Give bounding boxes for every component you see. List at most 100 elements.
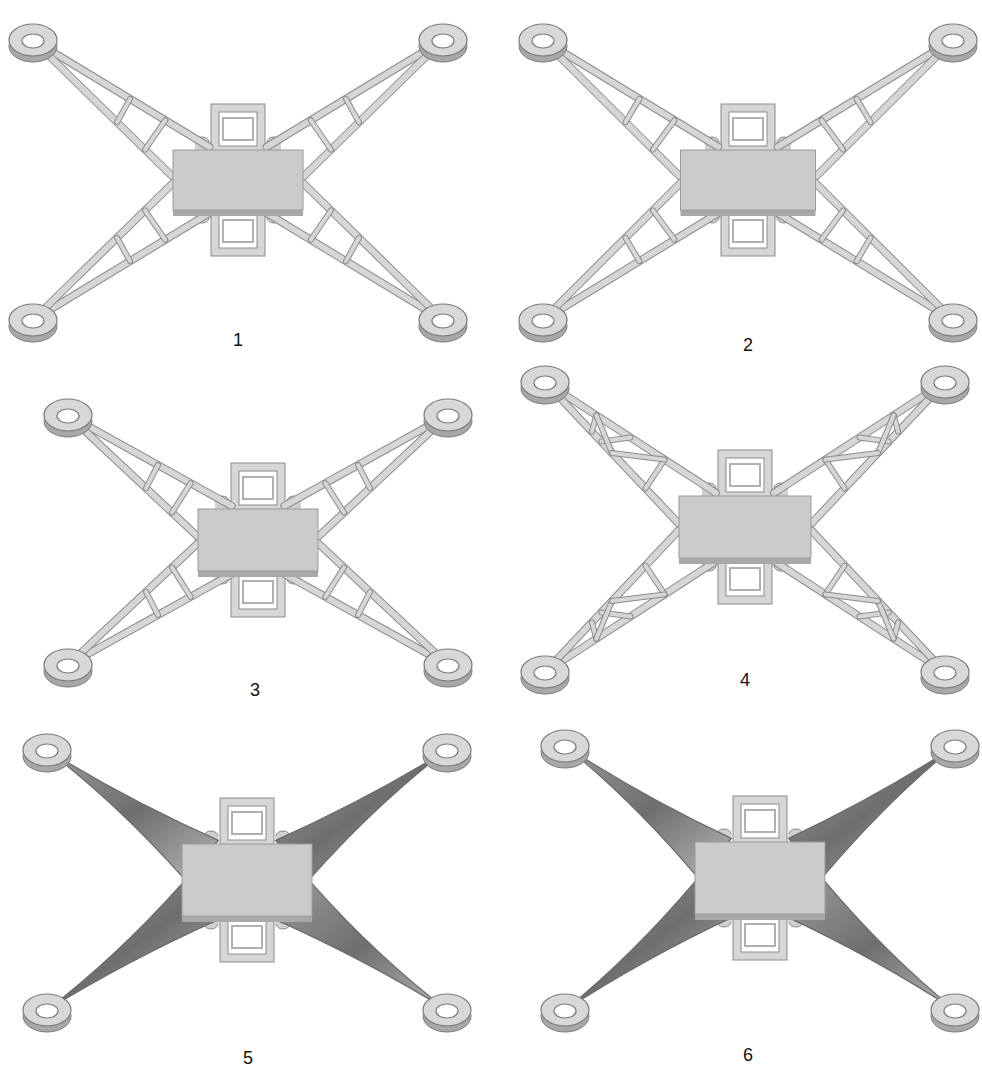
strut	[68, 415, 198, 537]
motor-hole	[437, 659, 459, 673]
motor-mount	[44, 399, 92, 431]
strut-edge	[612, 594, 665, 601]
strut-edge	[811, 530, 945, 672]
motor-mount	[921, 366, 969, 398]
bracket-inner	[733, 118, 763, 140]
strut-edge	[358, 592, 370, 615]
strut	[825, 460, 844, 489]
drone-frame	[44, 399, 472, 687]
figure-number: 6	[743, 1045, 753, 1066]
strut	[612, 594, 665, 601]
bracket-inner	[243, 581, 273, 603]
battery-bracket-edge	[737, 800, 783, 842]
strut	[146, 592, 158, 615]
strut-edge	[878, 415, 894, 453]
strut	[816, 40, 954, 177]
motor-mount	[519, 304, 567, 336]
bracket-inner	[745, 924, 775, 946]
motor-hole	[436, 744, 458, 758]
strut	[545, 382, 679, 524]
strut	[33, 183, 173, 320]
motor-hole	[944, 1004, 966, 1018]
strut-edge	[653, 210, 674, 239]
center-plate	[695, 842, 825, 914]
bracket-inner	[243, 477, 273, 499]
strut	[172, 567, 191, 596]
motor-hole	[432, 34, 454, 48]
strut-edge	[626, 99, 640, 122]
battery-bracket	[722, 558, 768, 600]
bracket-inner	[232, 926, 262, 948]
strut-edge	[172, 483, 191, 512]
strut-edge	[612, 453, 665, 460]
strut-edge	[825, 460, 844, 489]
battery-bracket	[224, 916, 270, 958]
strut	[825, 453, 878, 460]
motor-hole	[942, 314, 964, 328]
strut-edge	[303, 40, 443, 177]
figure-number: 2	[743, 335, 753, 356]
battery-bracket-edge	[722, 454, 768, 496]
strut	[878, 601, 894, 639]
strut-edge	[543, 40, 681, 177]
strut	[816, 183, 954, 320]
battery-bracket	[722, 454, 768, 496]
drone-frame	[519, 24, 977, 342]
motor-mount	[929, 304, 977, 336]
battery-bracket-edge	[737, 914, 783, 956]
strut	[346, 99, 359, 122]
strut-edge	[172, 567, 191, 596]
motor-hole	[57, 409, 79, 423]
strut-edge	[857, 238, 871, 261]
center-plate	[681, 150, 816, 210]
motor-hole	[532, 314, 554, 328]
battery-bracket-edge	[722, 558, 768, 600]
motor-hole	[934, 666, 956, 680]
motor-hole	[534, 666, 556, 680]
strut-edge	[596, 415, 612, 453]
motor-hole	[944, 740, 966, 754]
bracket-inner	[232, 812, 262, 834]
strut-edge	[857, 99, 871, 122]
motor-hole	[57, 659, 79, 673]
strut-edge	[325, 483, 344, 512]
motor-hole	[554, 1004, 576, 1018]
motor-hole	[432, 314, 454, 328]
strut-edge	[346, 238, 359, 261]
motor-hole	[22, 314, 44, 328]
strut-edge	[626, 238, 640, 261]
battery-bracket-edge	[224, 916, 270, 958]
strut	[596, 415, 612, 453]
figure-number: 5	[243, 1048, 253, 1069]
strut	[825, 594, 878, 601]
strut	[346, 238, 359, 261]
strut	[811, 530, 945, 672]
strut-edge	[146, 465, 158, 488]
strut	[612, 453, 665, 460]
battery-bracket-edge	[224, 802, 270, 844]
strut	[146, 465, 158, 488]
motor-mount	[519, 24, 567, 56]
motor-hole	[532, 34, 554, 48]
strut	[646, 460, 665, 489]
motor-hole	[534, 376, 556, 390]
strut-edge	[878, 601, 894, 639]
strut	[857, 99, 871, 122]
battery-bracket-edge	[235, 571, 281, 613]
strut	[325, 567, 344, 596]
strut-edge	[311, 210, 331, 239]
strut-edge	[358, 465, 370, 488]
strut	[596, 601, 612, 639]
motor-mount	[44, 649, 92, 681]
motor-mount	[521, 366, 569, 398]
strut	[311, 210, 331, 239]
strut	[68, 543, 198, 665]
strut-edge	[816, 183, 954, 320]
battery-bracket	[215, 108, 261, 150]
motor-mount	[23, 734, 71, 766]
strut-edge	[117, 99, 130, 122]
strut-edge	[318, 415, 448, 537]
strut	[545, 530, 679, 672]
motor-mount	[521, 656, 569, 688]
strut	[626, 99, 640, 122]
